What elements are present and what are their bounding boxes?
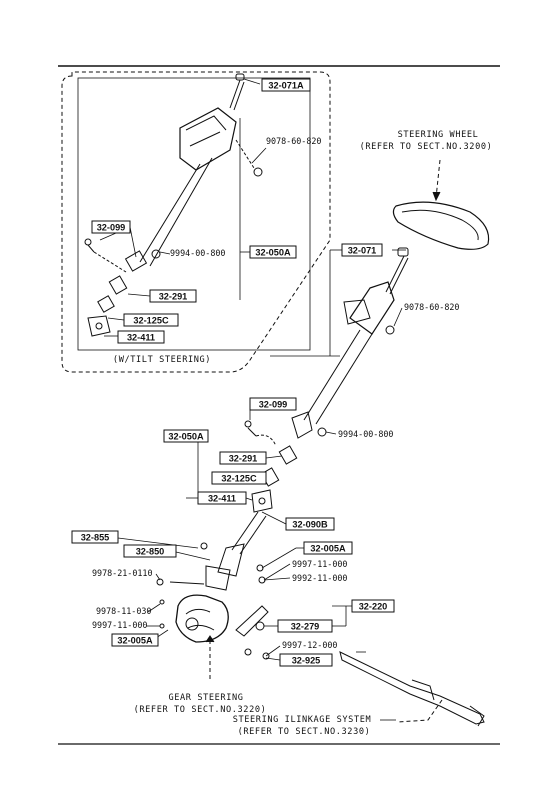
part-box-32-411-tilt: 32-411 (117, 330, 165, 344)
svg-text:32-220: 32-220 (359, 602, 388, 612)
part-number-9992-11-000: 9992-11-000 (292, 573, 347, 583)
part-box-32-279: 32-279 (277, 619, 333, 633)
part-box-32-005A-left: 32-005A (111, 633, 159, 647)
gear-steering-caption-line1: GEAR STEERING (168, 693, 243, 703)
part-box-32-125C: 32-125C (211, 471, 267, 485)
part-box-32-411: 32-411 (197, 491, 247, 505)
part-box-32-099: 32-099 (249, 397, 297, 411)
main-column-drawing (156, 159, 490, 727)
part-number-9994-00-800: 9994-00-800 (338, 429, 393, 439)
leader-lines (99, 78, 406, 661)
svg-text:32-291: 32-291 (229, 454, 258, 464)
tilt-steering-note: (W/TILT STEERING) (113, 355, 211, 365)
part-number-9997-11-000-right: 9997-11-000 (292, 559, 347, 569)
part-box-32-125C-tilt: 32-125C (123, 313, 179, 327)
svg-text:32-050A: 32-050A (168, 432, 204, 442)
part-box-32-071: 32-071 (341, 243, 383, 257)
part-box-32-050A: 32-050A (163, 429, 209, 443)
gear-steering-caption-line2: (REFER TO SECT.NO.3220) (134, 705, 267, 715)
tilt-column-drawing (84, 73, 263, 337)
part-box-32-071A: 32-071A (261, 78, 311, 92)
part-box-32-291-tilt: 32-291 (149, 289, 197, 303)
part-number-9997-12-000: 9997-12-000 (282, 640, 337, 650)
svg-text:32-279: 32-279 (291, 622, 320, 632)
svg-text:32-099: 32-099 (97, 223, 126, 233)
part-box-32-220: 32-220 (351, 599, 395, 613)
svg-text:32-050A: 32-050A (255, 248, 291, 258)
tilt-steering-boundary (61, 71, 331, 373)
svg-text:32-411: 32-411 (208, 494, 236, 504)
part-box-32-090B: 32-090B (285, 517, 335, 531)
steering-wheel-outline (392, 201, 490, 250)
part-box-32-855: 32-855 (71, 530, 119, 544)
part-number-9997-11-000-left: 9997-11-000 (92, 620, 147, 630)
part-number-9078-60-820-tilt: 9078-60-820 (266, 136, 321, 146)
part-number-9978-21-0110: 9978-21-0110 (92, 568, 153, 578)
part-box-32-850: 32-850 (123, 544, 177, 558)
svg-text:32-925: 32-925 (292, 656, 321, 666)
part-box-32-050A-tilt: 32-050A (249, 245, 297, 259)
part-box-32-291: 32-291 (219, 451, 267, 465)
svg-text:32-090B: 32-090B (292, 520, 328, 530)
svg-text:32-071A: 32-071A (268, 81, 304, 91)
part-number-9994-00-800-tilt: 9994-00-800 (170, 248, 225, 258)
steering-wheel-caption-line2: (REFER TO SECT.NO.3200) (360, 142, 493, 152)
gear-box (175, 594, 229, 643)
steering-wheel-caption-line1: STEERING WHEEL (398, 130, 479, 140)
svg-text:32-005A: 32-005A (117, 636, 153, 646)
svg-text:32-125C: 32-125C (221, 474, 257, 484)
part-box-32-925: 32-925 (279, 653, 333, 667)
part-box-32-005A-right: 32-005A (303, 541, 353, 555)
svg-text:32-125C: 32-125C (133, 316, 169, 326)
part-number-9078-60-820: 9078-60-820 (404, 302, 459, 312)
linkage-caption-line2: (REFER TO SECT.NO.3230) (238, 727, 371, 737)
svg-text:32-411: 32-411 (127, 333, 155, 343)
part-box-32-099-tilt: 32-099 (91, 220, 131, 234)
svg-text:32-291: 32-291 (159, 292, 188, 302)
svg-text:32-099: 32-099 (259, 400, 288, 410)
linkage-caption-line1: STEERING ILINKAGE SYSTEM (233, 715, 372, 725)
svg-text:32-850: 32-850 (136, 547, 165, 557)
svg-text:32-071: 32-071 (348, 246, 377, 256)
svg-text:32-005A: 32-005A (310, 544, 346, 554)
part-number-9978-11-030: 9978-11-030 (96, 606, 151, 616)
svg-text:32-855: 32-855 (81, 533, 110, 543)
tilt-inner-frame (77, 77, 311, 351)
